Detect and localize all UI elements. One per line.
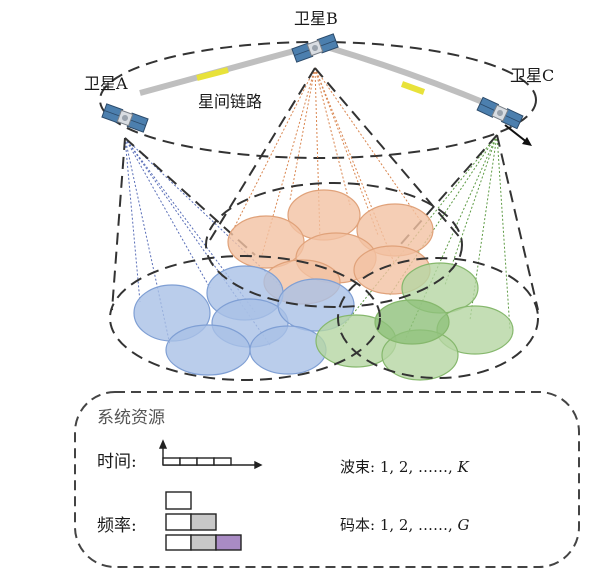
satellite-a-label: 卫星A [84, 74, 128, 93]
satellite-a-icon [101, 103, 149, 133]
beam-count-label: 波束: 1, 2, ……, K [340, 458, 469, 476]
satellite-b-label: 卫星B [294, 9, 338, 28]
coverage-footprints [109, 182, 539, 381]
codebook-count-label: 码本: 1, 2, ……, G [340, 516, 470, 534]
system-resources-title: 系统资源 [97, 408, 165, 428]
beams-green [315, 262, 514, 381]
beams-blue [133, 265, 355, 376]
time-label: 时间: [97, 452, 137, 472]
satellite-c-icon [476, 96, 524, 130]
satellite-b-icon [291, 33, 339, 63]
inter-satellite-link-label: 星间链路 [198, 92, 263, 111]
time-axis [158, 439, 263, 470]
inter-satellite-links [139, 45, 492, 108]
frequency-blocks [165, 491, 242, 551]
satellite-c-direction-arrow [504, 124, 529, 144]
satellite-c-label: 卫星C [510, 66, 555, 85]
system-resources-box [74, 391, 580, 568]
frequency-label: 频率: [97, 516, 137, 536]
